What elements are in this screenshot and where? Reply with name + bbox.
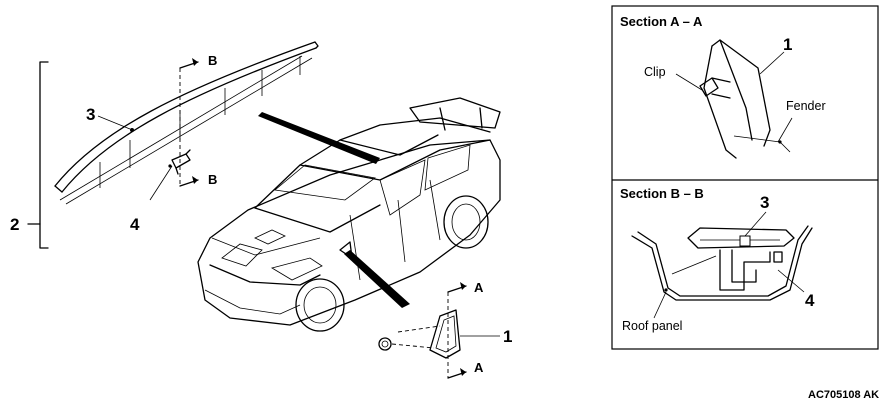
section-a-marker-top: A <box>474 280 484 295</box>
garnish-nut <box>378 325 441 351</box>
main-view: 2 3 B B <box>10 41 512 379</box>
part-1-label: 1 <box>503 327 512 346</box>
section-b-detail: Section B – B <box>620 186 813 319</box>
figure-code: AC705108 AK <box>808 389 879 401</box>
section-a-part-1-label: 1 <box>783 35 792 54</box>
part-2-label: 2 <box>10 215 19 234</box>
roof-moulding-clip <box>168 149 191 175</box>
fender-garnish <box>429 309 461 359</box>
clip-callout: Clip <box>644 65 666 79</box>
section-b-title: Section B – B <box>620 186 704 201</box>
fender-pointer-wedge <box>344 250 410 308</box>
section-b-part-4-label: 4 <box>805 291 815 310</box>
section-b-cut-line <box>179 58 199 187</box>
part-3-label: 3 <box>86 105 95 124</box>
section-a-marker-bottom: A <box>474 360 484 375</box>
detail-panel <box>611 5 879 350</box>
section-b-marker-bottom: B <box>208 172 217 187</box>
section-a-detail: Section A – A <box>620 14 793 159</box>
section-b-marker-top: B <box>208 53 217 68</box>
bracket-part-2 <box>27 61 49 249</box>
part-4-label: 4 <box>130 215 140 234</box>
section-a-cut-line <box>447 282 467 379</box>
section-b-part-3-label: 3 <box>760 193 769 212</box>
fender-callout: Fender <box>786 99 826 113</box>
car-outline <box>197 97 501 332</box>
roof-pointer-wedge <box>258 112 380 164</box>
roof-panel-callout: Roof panel <box>622 319 682 333</box>
roof-drip-moulding <box>54 41 319 205</box>
section-a-title: Section A – A <box>620 14 703 29</box>
